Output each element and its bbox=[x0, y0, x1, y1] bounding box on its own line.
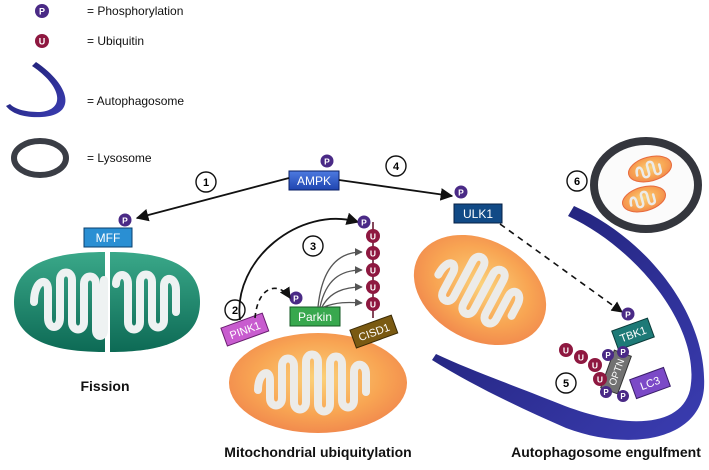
legend-phospho-icon: P bbox=[35, 4, 49, 18]
engulfment-phospho-1: P bbox=[602, 349, 614, 361]
engulfment-phospho-marks: P P P P bbox=[600, 346, 629, 402]
svg-text:U: U bbox=[592, 361, 598, 371]
parkin-box: Parkin bbox=[289, 306, 341, 327]
step-5-badge: 5 bbox=[555, 372, 577, 394]
svg-text:2: 2 bbox=[232, 305, 238, 317]
svg-text:P: P bbox=[122, 216, 128, 226]
step-6-badge: 6 bbox=[566, 170, 588, 192]
lysosome bbox=[590, 137, 702, 233]
legend-phospho-label: = Phosphorylation bbox=[87, 4, 183, 18]
svg-text:P: P bbox=[625, 310, 631, 320]
engulfment-ubiquitin-chain: U U U U bbox=[559, 343, 607, 386]
legend: P = Phosphorylation U = Ubiquitin = Auto… bbox=[6, 4, 184, 178]
ubiquitin-1: U bbox=[366, 229, 380, 243]
engulfment-title: Autophagosome engulfment bbox=[511, 444, 701, 460]
mff-phospho: P bbox=[118, 213, 132, 227]
svg-text:P: P bbox=[620, 348, 626, 357]
pink1-box: PINK1 bbox=[220, 312, 270, 347]
engulfment-phospho-4: P bbox=[617, 390, 629, 402]
svg-text:P: P bbox=[603, 388, 609, 397]
ubiquitin-3: U bbox=[366, 263, 380, 277]
svg-text:U: U bbox=[370, 249, 376, 259]
step-2-badge: 2 bbox=[224, 299, 246, 321]
svg-text:P: P bbox=[605, 351, 611, 360]
arrow-pink1-to-ubiquitin-chain bbox=[238, 212, 360, 321]
ampk-phospho: P bbox=[320, 154, 334, 168]
legend-ubiquitin-icon: U bbox=[35, 34, 49, 48]
ubiquitin-5: U bbox=[366, 297, 380, 311]
tbk1-box: TBK1 bbox=[611, 317, 655, 351]
svg-text:P: P bbox=[324, 157, 330, 167]
lc3-box: LC3 bbox=[629, 366, 671, 400]
engulfment-phospho-2: P bbox=[617, 346, 629, 358]
svg-text:U: U bbox=[39, 37, 46, 47]
ampk-box: AMPK bbox=[288, 170, 340, 191]
svg-text:6: 6 bbox=[574, 176, 580, 188]
engulfment-ubiquitin-2: U bbox=[574, 350, 588, 364]
svg-text:5: 5 bbox=[563, 378, 569, 390]
svg-text:U: U bbox=[370, 283, 376, 293]
step-4-badge: 4 bbox=[385, 155, 407, 177]
mff-box: MFF bbox=[83, 227, 133, 248]
tbk1-phospho: P bbox=[621, 307, 635, 321]
svg-text:P: P bbox=[620, 392, 626, 401]
fission-title: Fission bbox=[80, 378, 129, 394]
svg-text:4: 4 bbox=[393, 161, 400, 173]
ulk1-phospho: P bbox=[454, 185, 468, 199]
engulfment-ubiquitin-3: U bbox=[588, 358, 602, 372]
svg-text:1: 1 bbox=[203, 177, 209, 189]
svg-text:U: U bbox=[370, 300, 376, 310]
svg-text:U: U bbox=[370, 232, 376, 242]
step-1-badge: 1 bbox=[195, 171, 217, 193]
svg-text:U: U bbox=[597, 375, 603, 385]
svg-text:P: P bbox=[458, 188, 464, 198]
engulfed-mitochondrion bbox=[413, 234, 547, 346]
ubiquitylation-mitochondrion bbox=[229, 333, 407, 433]
ubiquitin-4: U bbox=[366, 280, 380, 294]
engulfment-ubiquitin-1: U bbox=[559, 343, 573, 357]
legend-autophagosome-icon bbox=[6, 62, 66, 118]
svg-text:U: U bbox=[370, 266, 376, 276]
ulk1-box: ULK1 bbox=[453, 203, 503, 224]
parkin-phospho: P bbox=[289, 291, 303, 305]
autophagosome-membrane bbox=[432, 206, 705, 440]
arrow-ulk1-to-tbk1 bbox=[499, 223, 623, 313]
engulfment-phospho-3: P bbox=[600, 386, 612, 398]
arrow-ampk-to-mff bbox=[135, 177, 290, 222]
ampk-label: AMPK bbox=[297, 174, 331, 188]
svg-text:U: U bbox=[563, 346, 569, 356]
fission-mitochondrion bbox=[14, 252, 200, 352]
svg-text:P: P bbox=[39, 7, 45, 17]
step-3-badge: 3 bbox=[302, 235, 324, 257]
cisd1-box: CISD1 bbox=[349, 314, 399, 349]
arrow-ampk-to-ulk1 bbox=[338, 179, 454, 201]
legend-autophagosome-label: = Autophagosome bbox=[87, 94, 184, 108]
engulfment-ubiquitin-4: U bbox=[593, 372, 607, 386]
ubiquitin-chain-phospho: P bbox=[357, 215, 371, 229]
parkin-ubiquitination-arrows bbox=[317, 248, 363, 308]
ubiquitylation-title: Mitochondrial ubiquitylation bbox=[224, 444, 411, 460]
svg-text:3: 3 bbox=[310, 241, 316, 253]
legend-lysosome-icon bbox=[11, 138, 69, 178]
svg-text:P: P bbox=[293, 294, 299, 304]
ubiquitin-2: U bbox=[366, 246, 380, 260]
svg-text:U: U bbox=[578, 353, 584, 363]
legend-ubiquitin-label: = Ubiquitin bbox=[87, 34, 144, 48]
legend-lysosome-label: = Lysosome bbox=[87, 151, 152, 165]
mff-label: MFF bbox=[96, 231, 121, 245]
parkin-label: Parkin bbox=[298, 310, 332, 324]
ulk1-label: ULK1 bbox=[463, 207, 493, 221]
ubiquitin-chain: U U U U U P bbox=[357, 215, 380, 318]
svg-text:P: P bbox=[361, 218, 367, 228]
